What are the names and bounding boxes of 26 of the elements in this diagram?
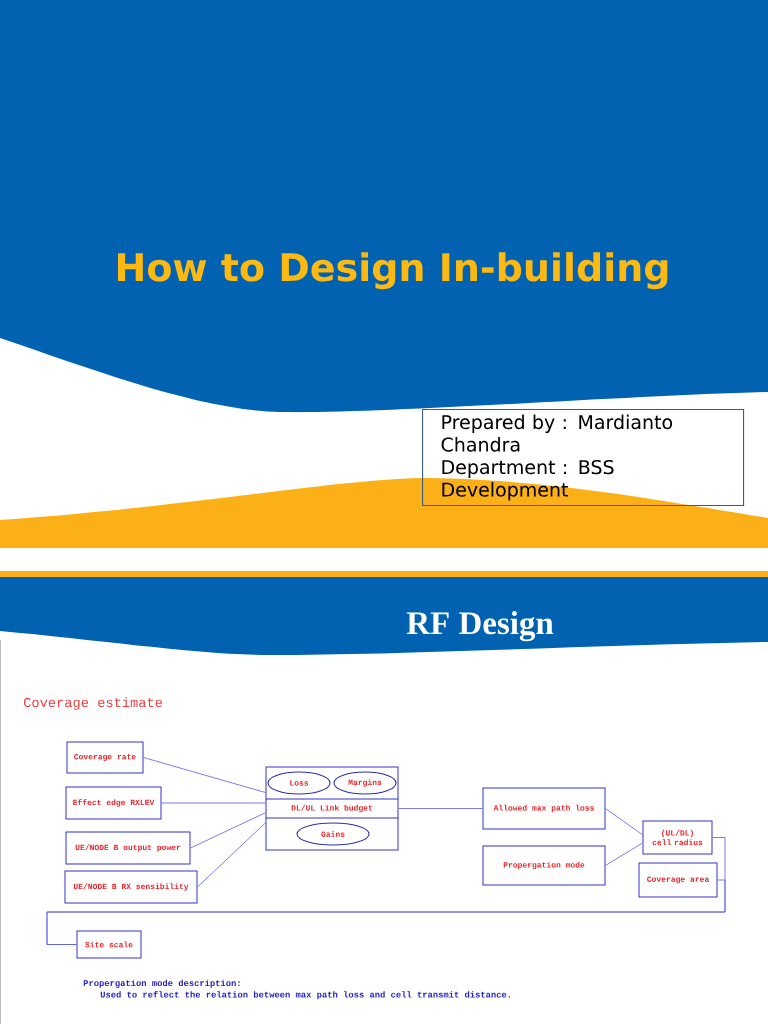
slide-title: RF Design xyxy=(406,611,554,642)
process-box: Coverage area xyxy=(638,862,718,898)
title-heading: How to Design In-building xyxy=(118,252,668,290)
connector-line xyxy=(190,812,266,849)
process-box: (UL/DL) cell radius xyxy=(642,820,713,855)
connector-line xyxy=(605,842,643,866)
process-box: Site scale xyxy=(76,930,142,959)
connector-line xyxy=(605,808,643,836)
factor-oval: Loss xyxy=(267,771,331,795)
section-heading: Coverage estimate xyxy=(23,697,163,710)
process-box: Propergation mode xyxy=(482,845,606,886)
factor-oval: Gains xyxy=(296,822,370,846)
connector-line xyxy=(143,757,266,793)
note-heading: Propergation mode description: xyxy=(83,979,240,988)
process-box: Coverage rate xyxy=(66,741,144,774)
process-box: UE/NODE B RX sensibility xyxy=(64,870,198,904)
factor-oval: Margins xyxy=(333,771,397,795)
note-text: Used to reflect the relation between max path loss and cell transmit distance. xyxy=(100,991,511,1000)
connector-line xyxy=(398,808,483,809)
connector-line xyxy=(161,802,266,804)
connector-line xyxy=(46,879,726,945)
process-box: Allowed max path loss xyxy=(482,787,606,830)
process-box: UE/NODE B output power xyxy=(65,831,191,865)
info-box: Prepared by : Mardianto Chandra Department : BSS Development xyxy=(422,409,745,506)
process-box: Effect edge RXLEV xyxy=(65,786,162,820)
connector-line xyxy=(197,822,266,888)
